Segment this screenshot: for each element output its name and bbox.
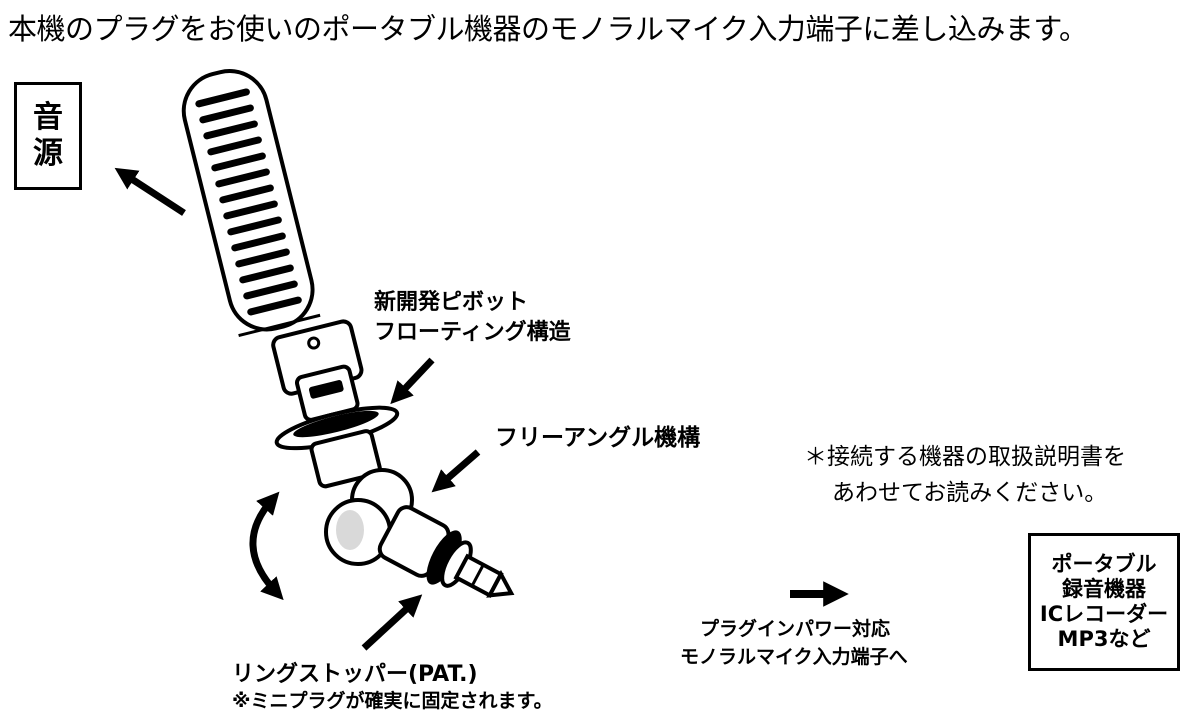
ring-stopper-arrow <box>361 594 423 651</box>
grille-slot <box>235 248 290 268</box>
pivot-label-line-1: 新開発ピボット <box>374 290 529 315</box>
device-line-2: 録音機器 <box>1062 576 1146 601</box>
grille-slot <box>195 88 250 108</box>
grille-slot <box>239 264 294 284</box>
device-line-3: ICレコーダー <box>1039 602 1169 626</box>
grille-slot <box>199 104 254 124</box>
angle-label: フリーアングル機構 <box>495 425 701 451</box>
source-box: 音 源 <box>14 82 82 190</box>
grille-slot <box>223 200 278 220</box>
ring-stopper-label: リングストッパー(PAT.) <box>232 662 478 687</box>
instruction-text: 本機のプラグをお使いのポータブル機器のモノラルマイク入力端子に差し込みます。 <box>8 12 1088 46</box>
ring-stopper-note: ※ミニプラグが確実に固定されます。 <box>232 690 553 712</box>
device-box: ポータブル 録音機器 ICレコーダー MP3など <box>1028 533 1180 671</box>
pivot-arrow <box>390 357 435 405</box>
note-line-1: ＊接続する機器の取扱説明書を <box>804 444 1126 470</box>
grille-slot <box>243 280 298 300</box>
source-arrow <box>114 167 186 216</box>
grille-slot <box>227 216 282 236</box>
note-line-2: あわせてお読みください。 <box>832 480 1108 506</box>
plug-power-label-line-2: モノラルマイク入力端子へ <box>680 646 908 668</box>
device-line-4: MP3など <box>1057 627 1151 652</box>
plug-power-label-line-1: プラグインパワー対応 <box>700 618 891 640</box>
rotation-arrow <box>249 491 284 601</box>
grille-slot <box>207 136 262 156</box>
pivot-label-line-2: フローティング構造 <box>374 320 571 345</box>
grille-slot <box>219 184 274 204</box>
grille-slot <box>231 232 286 252</box>
grille-slot <box>215 168 270 188</box>
device-line-1: ポータブル <box>1051 551 1157 576</box>
source-label-char-2: 源 <box>33 136 63 171</box>
source-label-char-1: 音 <box>33 100 63 135</box>
grille-slot <box>203 120 258 140</box>
microphone-body <box>181 69 515 599</box>
grille-slot <box>247 296 302 316</box>
angle-arrow <box>431 449 481 493</box>
grille-slot <box>211 152 266 172</box>
